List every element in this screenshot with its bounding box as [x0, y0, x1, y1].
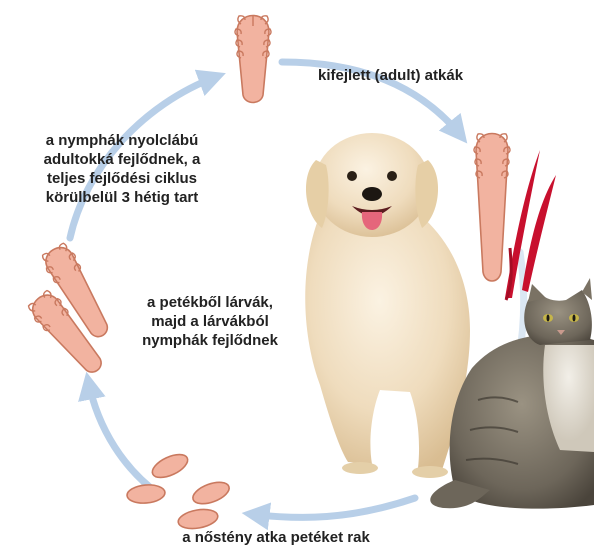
stage-label-eggs: a nőstény atka petéket rak	[126, 528, 426, 547]
stage-label-larva: a petékből lárvák, majd a lárvákból nymp…	[112, 293, 308, 350]
stage-label-nymph: a nymphák nyolclábú adultokká fejlődnek,…	[4, 131, 240, 207]
stage-label-line: a petékből lárvák,	[112, 293, 308, 312]
stage-label-adult: kifejlett (adult) atkák	[318, 66, 463, 85]
stage-label-line: kifejlett (adult) atkák	[318, 66, 463, 85]
mite-in-hair-follicle-icon	[474, 134, 556, 301]
dog-illustration	[305, 133, 470, 478]
stage-label-line: adultokká fejlődnek, a	[4, 150, 240, 169]
stage-label-line: nymphák fejlődnek	[112, 331, 308, 350]
mite-egg-icon	[126, 483, 165, 504]
stage-label-line: a nőstény atka petéket rak	[126, 528, 426, 547]
stage-label-line: teljes fejlődési ciklus	[4, 169, 240, 188]
stage-label-line: a nymphák nyolclábú	[4, 131, 240, 150]
mite-egg-icon	[190, 478, 232, 508]
stage-label-line: majd a lárvákból	[112, 312, 308, 331]
cycle-arrow	[250, 498, 415, 517]
stage-label-line: körülbelül 3 hétig tart	[4, 188, 240, 207]
cycle-arrow	[88, 380, 160, 495]
mite-egg-icon	[149, 450, 191, 482]
mite-eggs	[126, 450, 232, 532]
adult-mite-icon	[235, 16, 271, 103]
